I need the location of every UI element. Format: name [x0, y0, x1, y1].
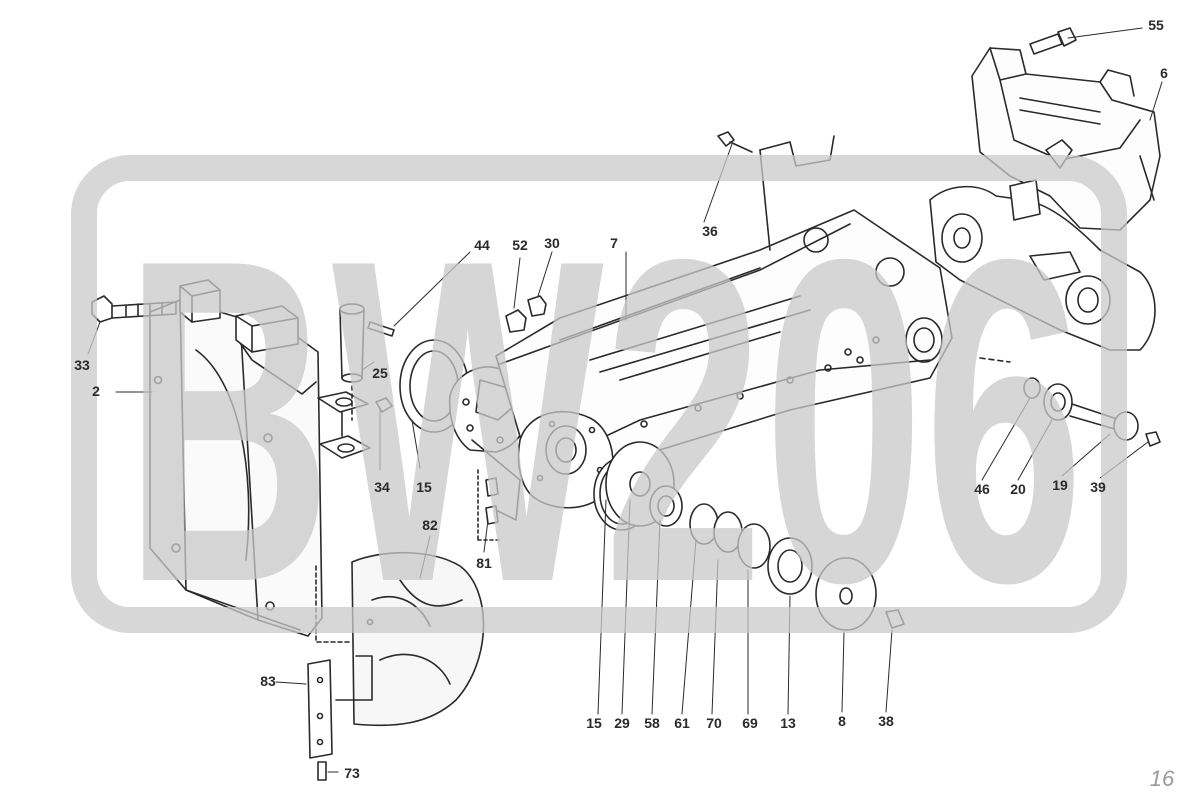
callout-44: 44: [474, 237, 490, 253]
callout-19: 19: [1052, 477, 1068, 493]
callout-30: 30: [544, 235, 560, 251]
callout-82: 82: [422, 517, 438, 533]
callout-7: 7: [610, 235, 618, 251]
callout-15-lower: 15: [586, 715, 602, 731]
callout-13: 13: [780, 715, 796, 731]
callout-69: 69: [742, 715, 758, 731]
bracket-top-blocks: [179, 279, 299, 353]
callout-70: 70: [706, 715, 722, 731]
callout-38: 38: [878, 713, 894, 729]
right-lower-housing: [929, 179, 1156, 363]
callout-34: 34: [374, 479, 390, 495]
callout-55: 55: [1148, 17, 1164, 33]
hinge-plates: [317, 385, 371, 459]
part-52-30-fittings: [505, 295, 547, 333]
callout-36: 36: [702, 223, 718, 239]
callout-labels: 55 6 44 52 30 7 36 33 2 25 34 15 81 82 8…: [74, 17, 1168, 781]
callout-83: 83: [260, 673, 276, 689]
callout-61: 61: [674, 715, 690, 731]
part-25-pin: [339, 303, 365, 383]
callout-58: 58: [644, 715, 660, 731]
watermark-frame: [71, 155, 1127, 633]
callout-2: 2: [92, 383, 100, 399]
callout-29: 29: [614, 715, 630, 731]
callout-52: 52: [512, 237, 528, 253]
callout-6: 6: [1160, 65, 1168, 81]
callout-81: 81: [476, 555, 492, 571]
callout-33: 33: [74, 357, 90, 373]
callout-46: 46: [974, 481, 990, 497]
callout-25: 25: [372, 365, 388, 381]
callout-73: 73: [344, 765, 360, 781]
part-83-strip: [307, 565, 357, 781]
page-number: 16: [1150, 766, 1175, 791]
watermark: BW206: [71, 155, 1127, 678]
part-55-bolt: [1029, 27, 1077, 55]
callout-8: 8: [838, 713, 846, 729]
callout-15-upper: 15: [416, 479, 432, 495]
part-36-bolt: [717, 131, 753, 153]
part-44-split-pin: [367, 321, 395, 337]
part-81-bolts: [477, 469, 501, 541]
watermark-text: BW206: [124, 165, 1084, 678]
callout-39: 39: [1090, 479, 1106, 495]
part-34-grease-nipple: [375, 397, 393, 413]
callout-20: 20: [1010, 481, 1026, 497]
